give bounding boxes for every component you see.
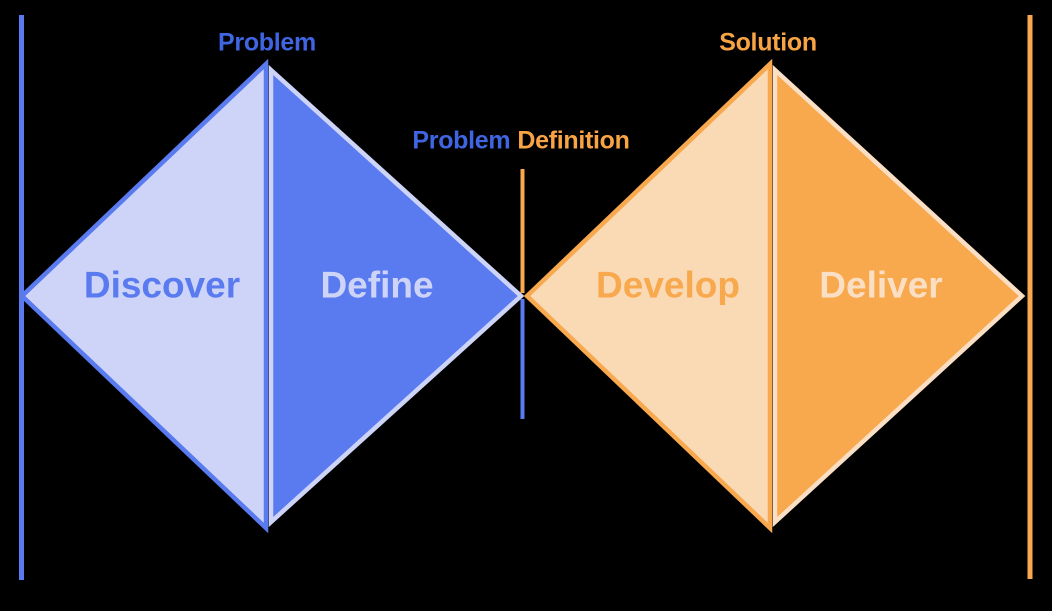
deliver-phase-label: Deliver <box>819 264 943 306</box>
solution-label: Solution <box>719 28 817 57</box>
deliver-triangle <box>772 64 1026 528</box>
discover-phase-label: Discover <box>83 264 241 306</box>
problem-definition-label-definition: Definition <box>517 126 630 155</box>
define-phase-label: Define <box>320 264 434 306</box>
develop-phase-label: Develop <box>596 264 740 306</box>
discover-triangle <box>18 58 269 534</box>
problem-definition-label-problem: Problem <box>412 126 511 155</box>
develop-triangle <box>523 58 773 534</box>
problem-label: Problem <box>218 28 316 57</box>
define-triangle <box>268 64 525 528</box>
